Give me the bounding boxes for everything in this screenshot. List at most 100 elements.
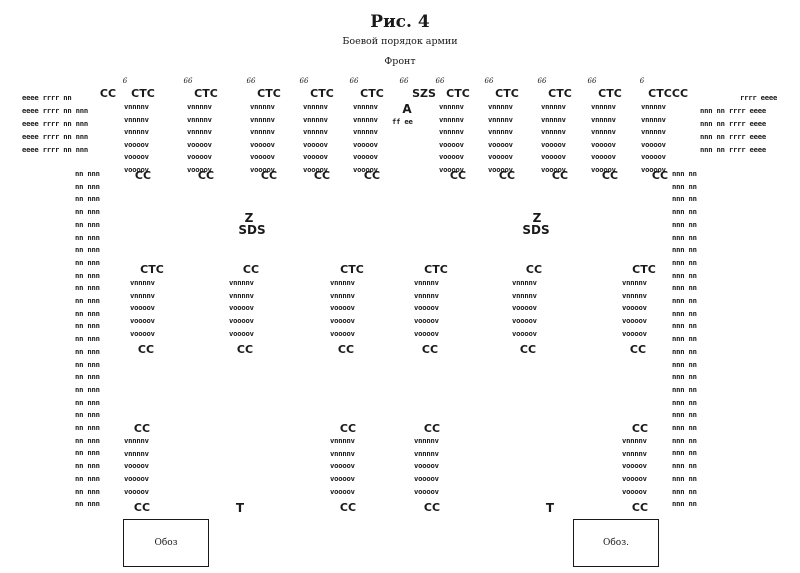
top-row-3-4: voooov (250, 139, 275, 149)
flank-right-25: nnn nn (672, 473, 697, 483)
supply-t-left: T (235, 501, 245, 515)
top-footer-4: CC (313, 169, 331, 182)
outer-left-4: eeee rrrr nn nnn (22, 132, 89, 141)
top-row-10-6: voooov (591, 164, 616, 174)
flank-left-8: nn nnn (75, 257, 100, 267)
flank-left-7: nn nnn (75, 245, 100, 255)
convoy-label-right: Обоз. (603, 538, 629, 548)
z-right: Z (532, 211, 542, 225)
bottom-row-1-2: vnnnnv (124, 448, 149, 458)
mid-header-1: CTC (140, 263, 164, 276)
bottom-header-4: CC (631, 422, 649, 435)
top-row-11-1: vnnnnv (641, 102, 666, 111)
top-row-5-6: voooov (353, 164, 378, 174)
mid-header-3: CTC (340, 263, 364, 276)
top-row-4-6: voooov (303, 164, 328, 174)
flank-right-24: nnn nn (672, 461, 697, 471)
mid-row-3-5: voooov (330, 328, 355, 338)
top-row-7-2: vnnnnv (439, 114, 464, 124)
top-footer-9: CC (551, 169, 569, 182)
top-row-3-5: voooov (250, 152, 275, 161)
outer-left-1: eeee rrrr nn (22, 93, 72, 102)
outer-right-1: rrrr eeee (740, 93, 778, 102)
flank-right-19: nnn nn (672, 397, 697, 407)
top-row-2-1: vnnnnv (187, 102, 212, 111)
flank-right-23: nnn nn (672, 448, 697, 458)
figure-subtitle: Боевой порядок армии (342, 36, 458, 47)
top-marker-3: 66 (246, 77, 256, 85)
flank-right-8: nnn nn (672, 257, 697, 267)
mid-footer-6: CC (629, 343, 647, 356)
top-footer-10: CC (601, 169, 619, 182)
top-row-9-4: voooov (541, 139, 566, 149)
top-row-8-1: vnnnnv (488, 102, 513, 111)
top-header-8: CTC (495, 87, 519, 100)
top-row-10-2: vnnnnv (591, 114, 616, 124)
bottom-header-1: CC (133, 422, 151, 435)
flank-left-4: nn nnn (75, 207, 100, 217)
top-row-2-4: voooov (187, 139, 212, 149)
flank-right-4: nnn nn (672, 207, 697, 217)
convoy-label-left: Обоз (154, 538, 178, 548)
bottom-header-3: CC (423, 422, 441, 435)
top-row-7-1: vnnnnv (439, 102, 464, 111)
top-row-11-5: voooov (641, 152, 666, 161)
mid-footer-1: CC (137, 343, 155, 356)
top-row-8-6: voooov (488, 164, 513, 174)
bottom-row-1-1: vnnnnv (124, 436, 149, 445)
flank-left-9: nn nnn (75, 270, 100, 280)
top-row-4-3: vnnnnv (303, 127, 328, 136)
top-row-5-3: vnnnnv (353, 127, 378, 136)
top-row-10-4: voooov (591, 139, 616, 149)
top-header-7: CTC (446, 87, 470, 100)
top-row-2-3: vnnnnv (187, 127, 212, 136)
bottom-row-4-3: voooov (622, 461, 647, 471)
top-row-3-3: vnnnnv (250, 127, 275, 136)
mid-row-5-1: vnnnnv (512, 278, 537, 287)
top-marker-6: 66 (399, 77, 409, 85)
flank-left-13: nn nnn (75, 321, 100, 331)
bottom-row-2-5: voooov (330, 486, 355, 496)
top-row-10-1: vnnnnv (591, 102, 616, 111)
bottom-row-3-5: voooov (414, 486, 439, 496)
top-row-9-5: voooov (541, 152, 566, 161)
outer-right-2: nnn nn rrrr eeee (700, 106, 767, 115)
top-row-8-2: vnnnnv (488, 114, 513, 124)
bottom-row-1-3: voooov (124, 461, 149, 471)
flank-left-12: nn nnn (75, 308, 100, 318)
flank-left-3: nn nnn (75, 194, 100, 204)
mid-footer-2: CC (236, 343, 254, 356)
flank-right-11: nnn nn (672, 296, 697, 305)
convoy-box-left: Обоз (123, 519, 209, 567)
outer-right-4: nnn nn rrrr eeee (700, 132, 767, 141)
flank-right-27: nnn nn (672, 499, 697, 509)
top-row-9-3: vnnnnv (541, 127, 566, 136)
top-row-2-2: vnnnnv (187, 114, 212, 124)
mid-row-1-1: vnnnnv (130, 278, 155, 287)
top-header-4: CTC (310, 87, 334, 100)
bottom-row-4-1: vnnnnv (622, 436, 647, 445)
flank-left-21: nn nnn (75, 423, 100, 432)
flank-left-25: nn nnn (75, 473, 100, 483)
top-marker-2: 66 (183, 77, 193, 85)
flank-left-23: nn nnn (75, 448, 100, 458)
top-footer-2: CC (197, 169, 215, 182)
top-row-1-1: vnnnnv (124, 102, 149, 111)
outer-left-3: eeee rrrr nn nnn (22, 119, 89, 128)
top-footer-11: CC (651, 169, 669, 182)
flank-right-7: nnn nn (672, 245, 697, 255)
top-row-8-3: vnnnnv (488, 127, 513, 136)
bottom-row-2-2: vnnnnv (330, 448, 355, 458)
mid-row-2-4: voooov (229, 316, 254, 326)
mid-header-4: CTC (424, 263, 448, 276)
mid-row-3-4: voooov (330, 316, 355, 326)
mid-row-5-3: voooov (512, 303, 537, 313)
flank-right-2: nnn nn (672, 181, 697, 191)
mid-row-4-1: vnnnnv (414, 278, 439, 287)
bottom-row-2-3: voooov (330, 461, 355, 471)
bottom-row-3-1: vnnnnv (414, 436, 439, 445)
flank-right-9: nnn nn (672, 270, 697, 280)
supply-t-right: T (545, 501, 555, 515)
top-marker-4: 66 (299, 77, 309, 85)
top-row-4-4: voooov (303, 139, 328, 149)
